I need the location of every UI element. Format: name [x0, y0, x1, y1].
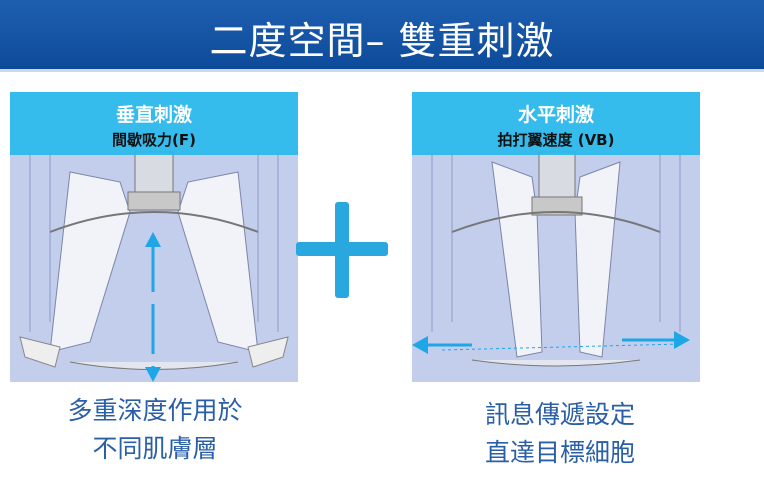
vertical-stimulation-image: 垂直刺激 間歇吸力(F) — [10, 92, 298, 382]
left-caption: 多重深度作用於 不同肌膚層 — [20, 392, 290, 468]
panel-title: 水平刺激 — [517, 104, 594, 126]
panel-subtitle: 拍打翼速度 (VB) — [497, 131, 615, 149]
slide-title: 二度空間– 雙重刺激 — [209, 19, 555, 63]
slide-header: 二度空間– 雙重刺激 — [0, 0, 764, 72]
panel-title: 垂直刺激 — [115, 104, 192, 126]
device-cross-section-illustration — [412, 151, 700, 382]
caption-line: 訊息傳遞設定 — [484, 400, 635, 429]
vertical-arrow-icon — [145, 232, 161, 382]
right-arrow-icon — [622, 331, 690, 349]
caption-line: 不同肌膚層 — [92, 434, 218, 463]
horizontal-stimulation-label: 水平刺激 拍打翼速度 (VB) — [412, 92, 700, 155]
device-cross-section-illustration — [10, 151, 298, 382]
panel-subtitle: 間歇吸力(F) — [112, 131, 196, 149]
horizontal-stimulation-image: 水平刺激 拍打翼速度 (VB) — [412, 92, 700, 382]
right-caption: 訊息傳遞設定 直達目標細胞 — [430, 396, 690, 472]
caption-line: 直達目標細胞 — [484, 438, 635, 467]
vertical-stimulation-label: 垂直刺激 間歇吸力(F) — [10, 92, 298, 155]
plus-icon — [296, 202, 388, 298]
caption-line: 多重深度作用於 — [67, 396, 243, 425]
left-arrow-icon — [412, 336, 472, 354]
